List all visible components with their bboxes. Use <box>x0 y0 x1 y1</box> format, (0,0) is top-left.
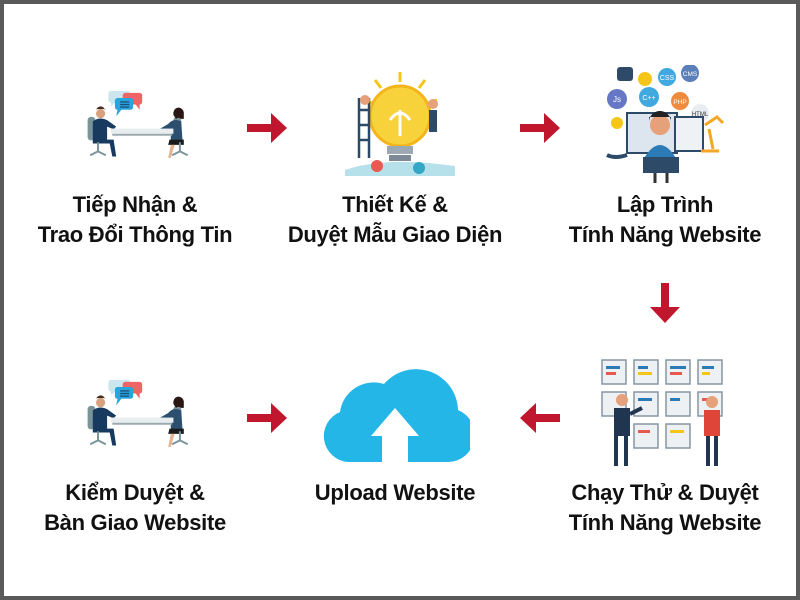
cloud-upload-icon <box>323 369 470 462</box>
step-5: Upload Website <box>265 350 525 540</box>
svg-text:PHP: PHP <box>673 99 686 106</box>
step-1-title-line2: Trao Đổi Thông Tin <box>37 222 233 247</box>
svg-text:CMS: CMS <box>683 71 698 78</box>
step-2-title-line1: Thiết Kế & <box>342 192 448 217</box>
meeting-illustration <box>86 378 189 448</box>
svg-text:Js: Js <box>613 95 621 104</box>
arrow-down-icon <box>650 283 680 323</box>
step-3: CSS CMS Js C++ PHP HTML Lập Trình Tính N… <box>535 60 795 250</box>
svg-text:CSS: CSS <box>660 75 675 82</box>
step-4-title-line1: Chạy Thử & Duyệt <box>571 480 759 505</box>
arrow-left-icon <box>520 403 560 433</box>
programmer-illustration: CSS CMS Js C++ PHP HTML <box>606 65 725 183</box>
step-6-title-line2: Bàn Giao Website <box>44 510 226 535</box>
step-5-title: Upload Website <box>314 480 476 505</box>
step-3-title-line1: Lập Trình <box>616 192 714 217</box>
svg-text:C++: C++ <box>642 95 655 102</box>
testing-presentation-illustration <box>601 359 723 466</box>
svg-text:HTML: HTML <box>692 112 709 118</box>
step-2-title-line2: Duyệt Mẫu Giao Diện <box>287 222 503 247</box>
step-2: Thiết Kế & Duyệt Mẫu Giao Diện <box>265 60 525 250</box>
arrow-right-icon <box>247 113 287 143</box>
lightbulb-design-illustration <box>345 72 455 176</box>
arrow-right-icon <box>247 403 287 433</box>
step-4-title-line2: Tính Năng Website <box>568 510 762 535</box>
step-4: Chạy Thử & Duyệt Tính Năng Website <box>535 350 795 540</box>
arrow-right-icon <box>520 113 560 143</box>
step-6: Kiểm Duyệt & Bàn Giao Website <box>5 350 265 540</box>
step-3-title-line2: Tính Năng Website <box>568 222 762 247</box>
step-6-title-line1: Kiểm Duyệt & <box>65 480 205 505</box>
meeting-illustration <box>86 89 189 159</box>
step-1: Tiếp Nhận & Trao Đổi Thông Tin <box>5 60 265 250</box>
step-1-title-line1: Tiếp Nhận & <box>72 192 198 217</box>
